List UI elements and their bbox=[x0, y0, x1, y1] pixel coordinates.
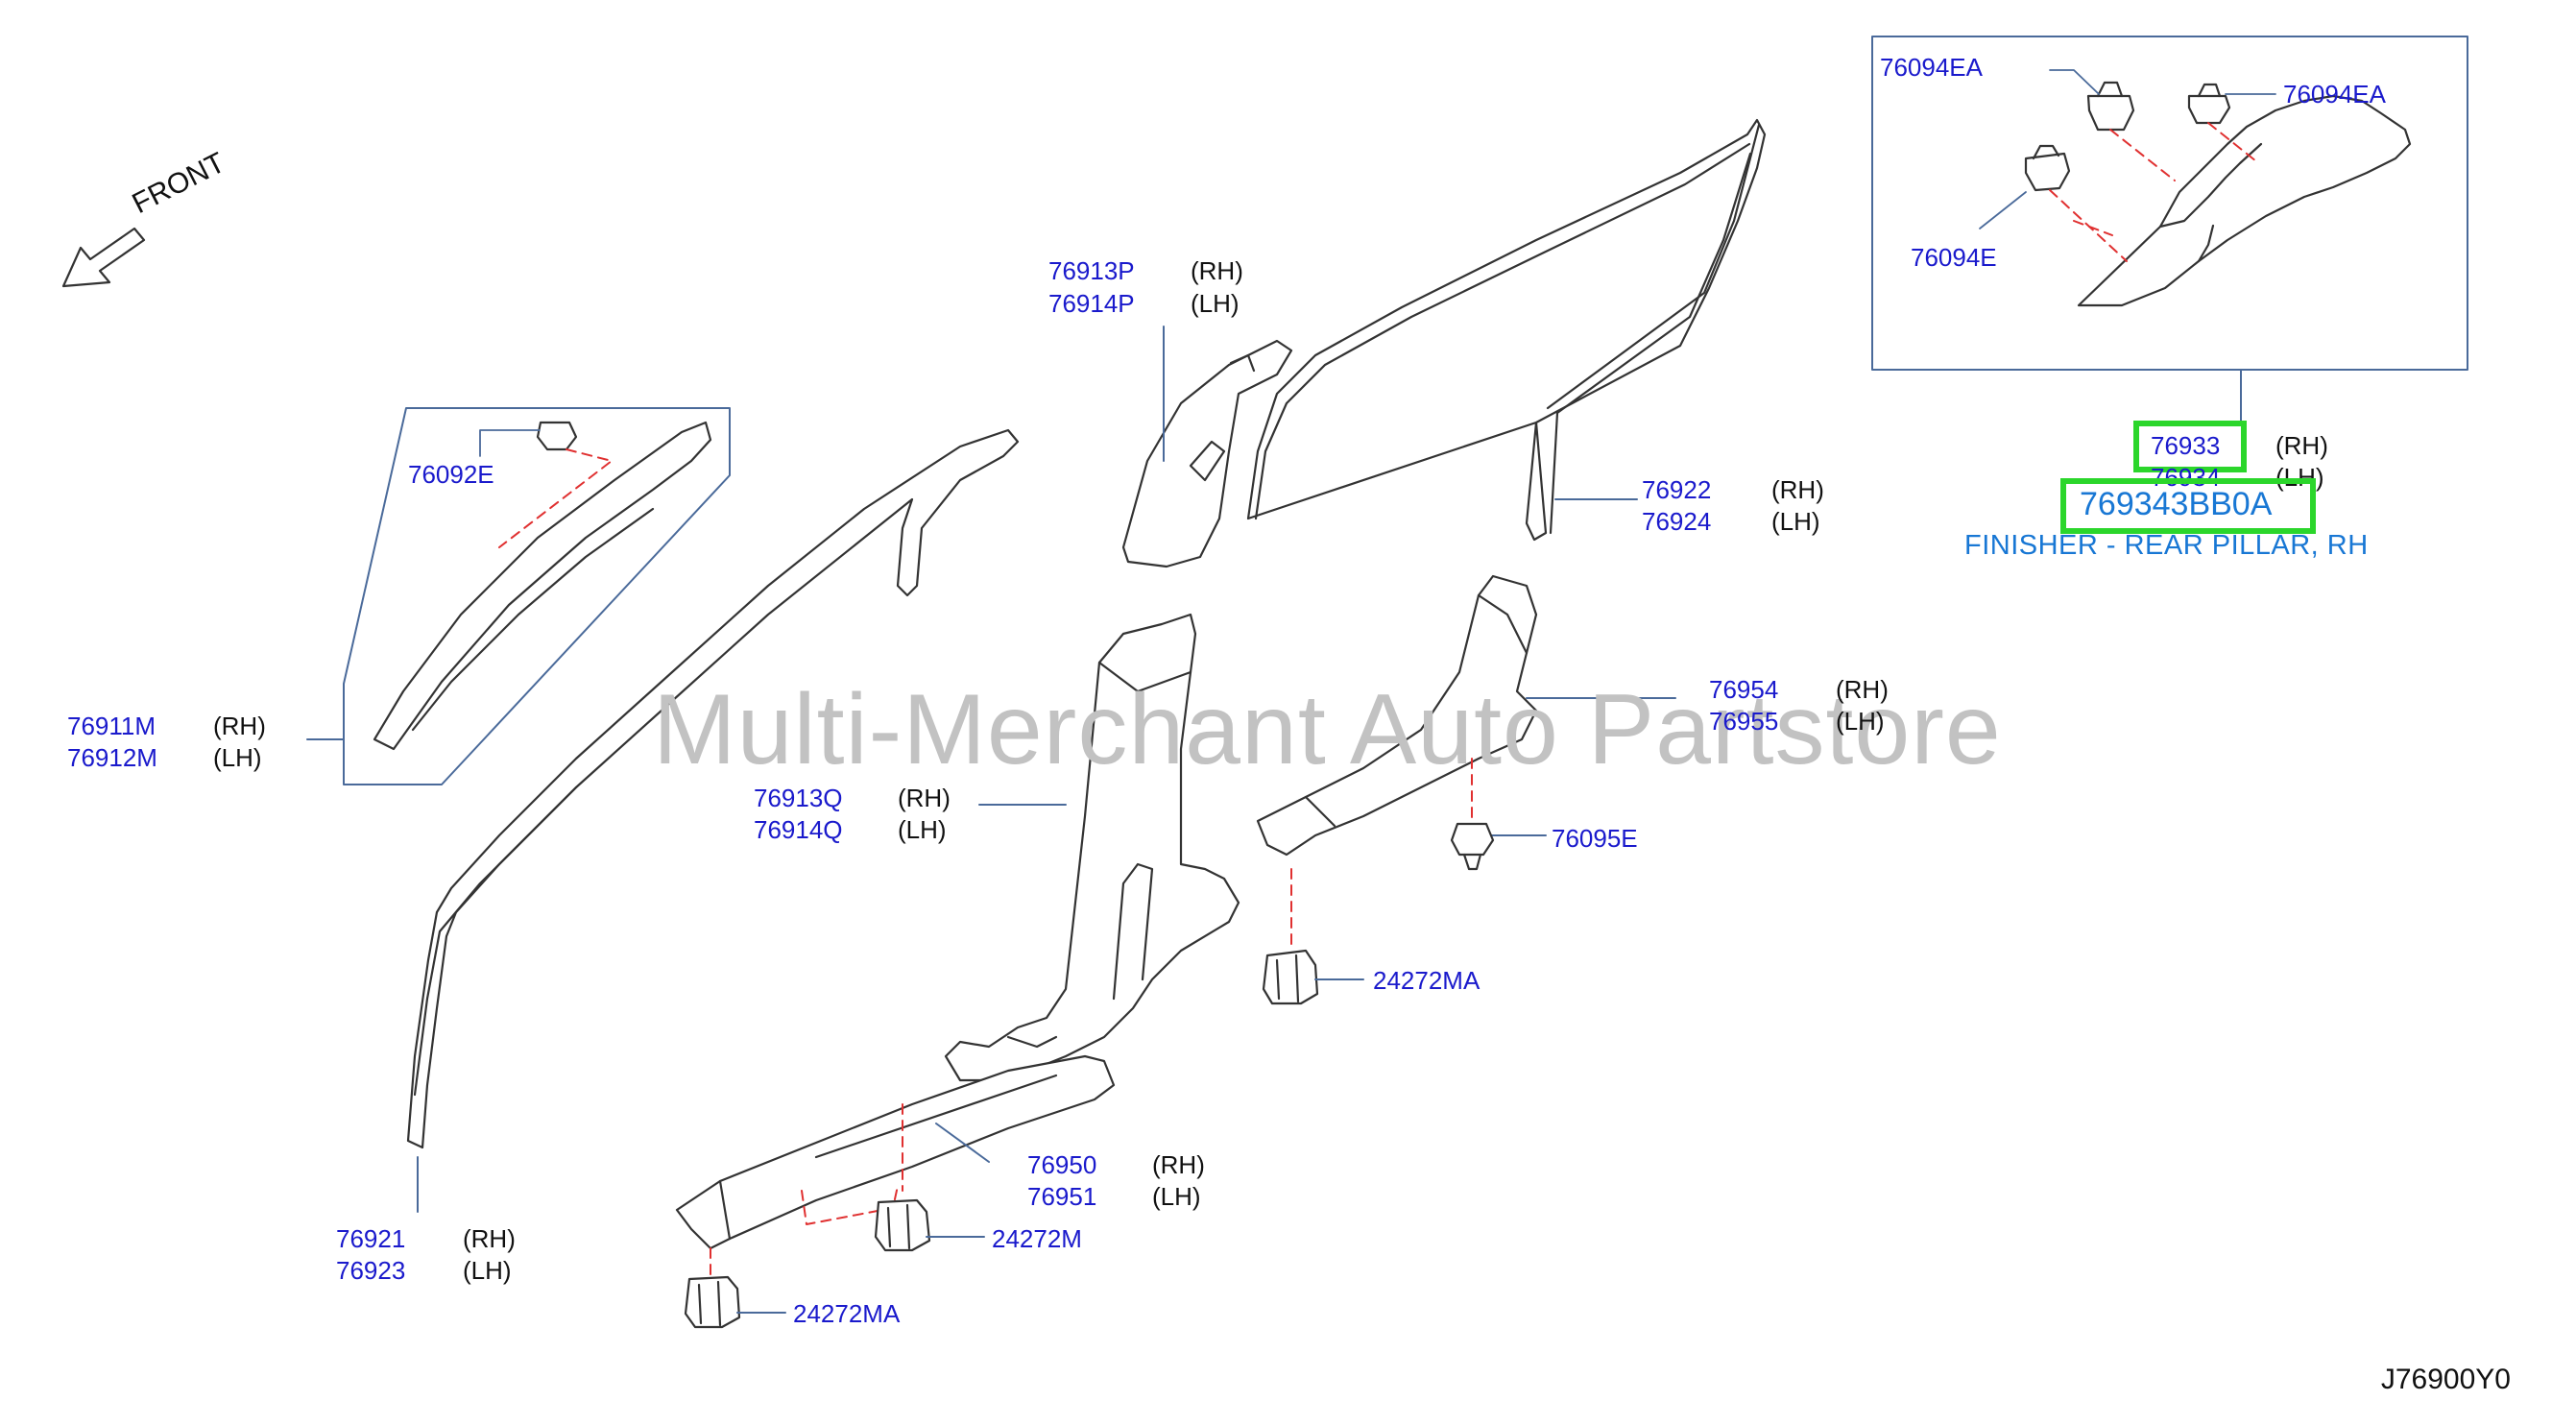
highlight-box-part-number bbox=[2060, 478, 2316, 534]
center-pillar-lower-finisher bbox=[944, 613, 1240, 1082]
side-76921: (RH) bbox=[463, 1224, 516, 1253]
callout-76955[interactable]: 76955 bbox=[1709, 707, 1779, 736]
clip-76092E-icon bbox=[536, 421, 578, 451]
roof-weatherstrip bbox=[1246, 118, 1767, 542]
callout-76921[interactable]: 76921 bbox=[336, 1224, 406, 1253]
clip-24272MA-upper-icon bbox=[1262, 949, 1319, 1005]
highlight-box-76933 bbox=[2133, 421, 2247, 472]
callout-76922[interactable]: 76922 bbox=[1642, 475, 1712, 504]
callout-76094E[interactable]: 76094E bbox=[1911, 243, 1997, 272]
side-76922: (RH) bbox=[1771, 475, 1824, 504]
callout-24272MA-upper[interactable]: 24272MA bbox=[1373, 966, 1481, 995]
watermark: Multi-Merchant Auto Partstore bbox=[653, 674, 2002, 785]
callout-76923[interactable]: 76923 bbox=[336, 1256, 406, 1285]
side-76914P: (LH) bbox=[1191, 289, 1240, 318]
highlighted-part-description: FINISHER - REAR PILLAR, RH bbox=[1964, 530, 2369, 561]
callout-76095E[interactable]: 76095E bbox=[1552, 824, 1638, 853]
clip-76094E-icon bbox=[2024, 144, 2071, 192]
side-76912M: (LH) bbox=[213, 743, 262, 772]
diagram-code: J76900Y0 bbox=[2380, 1364, 2511, 1395]
callout-76950[interactable]: 76950 bbox=[1027, 1150, 1097, 1179]
front-arrow-icon bbox=[61, 227, 146, 288]
callout-76954[interactable]: 76954 bbox=[1709, 675, 1779, 704]
callout-76951[interactable]: 76951 bbox=[1027, 1182, 1097, 1211]
side-76951: (LH) bbox=[1152, 1182, 1201, 1211]
callout-76924[interactable]: 76924 bbox=[1642, 507, 1712, 536]
callout-76912M[interactable]: 76912M bbox=[67, 743, 157, 772]
callout-24272M[interactable]: 24272M bbox=[992, 1224, 1082, 1253]
side-76954: (RH) bbox=[1836, 675, 1889, 704]
callout-76094EA-right[interactable]: 76094EA bbox=[2283, 80, 2386, 109]
side-76924: (LH) bbox=[1771, 507, 1820, 536]
side-76955: (LH) bbox=[1836, 707, 1885, 736]
callout-76092E[interactable]: 76092E bbox=[408, 460, 494, 489]
clip-76094EA-left-icon bbox=[2086, 81, 2135, 132]
side-76914Q: (LH) bbox=[898, 815, 947, 844]
highlighted-part-number[interactable]: 769343BB0A bbox=[2080, 486, 2273, 522]
callout-76934[interactable]: 76934 bbox=[2151, 463, 2221, 492]
front-pillar-finisher bbox=[373, 421, 712, 751]
callout-76933[interactable]: 76933 bbox=[2151, 431, 2221, 460]
inset-box-rear-pillar bbox=[1871, 36, 2468, 371]
callout-76913Q[interactable]: 76913Q bbox=[754, 784, 843, 812]
center-pillar-upper-finisher bbox=[1121, 339, 1293, 568]
front-weatherstrip bbox=[406, 428, 1020, 1149]
clip-76095E-icon bbox=[1450, 822, 1495, 871]
callout-76094EA-left[interactable]: 76094EA bbox=[1880, 53, 1983, 82]
side-76950: (RH) bbox=[1152, 1150, 1205, 1179]
side-76913P: (RH) bbox=[1191, 256, 1243, 285]
front-kicking-plate bbox=[675, 1054, 1116, 1250]
clip-24272M-icon bbox=[874, 1198, 931, 1252]
clip-24272MA-lower-icon bbox=[684, 1275, 741, 1329]
side-76933: (RH) bbox=[2275, 431, 2328, 460]
callout-76913P[interactable]: 76913P bbox=[1048, 256, 1135, 285]
rear-kicking-plate bbox=[1256, 574, 1538, 857]
callout-76914Q[interactable]: 76914Q bbox=[754, 815, 843, 844]
rear-pillar-finisher-detail bbox=[2077, 94, 2412, 307]
inset-box-front-pillar bbox=[343, 407, 731, 785]
side-76934: (LH) bbox=[2275, 463, 2324, 492]
clip-76094EA-right-icon bbox=[2187, 83, 2231, 125]
side-76923: (LH) bbox=[463, 1256, 512, 1285]
side-76911M: (RH) bbox=[213, 712, 266, 740]
callout-76911M[interactable]: 76911M bbox=[67, 712, 156, 740]
callout-24272MA-lower[interactable]: 24272MA bbox=[793, 1299, 901, 1328]
side-76913Q: (RH) bbox=[898, 784, 951, 812]
callout-76914P[interactable]: 76914P bbox=[1048, 289, 1135, 318]
